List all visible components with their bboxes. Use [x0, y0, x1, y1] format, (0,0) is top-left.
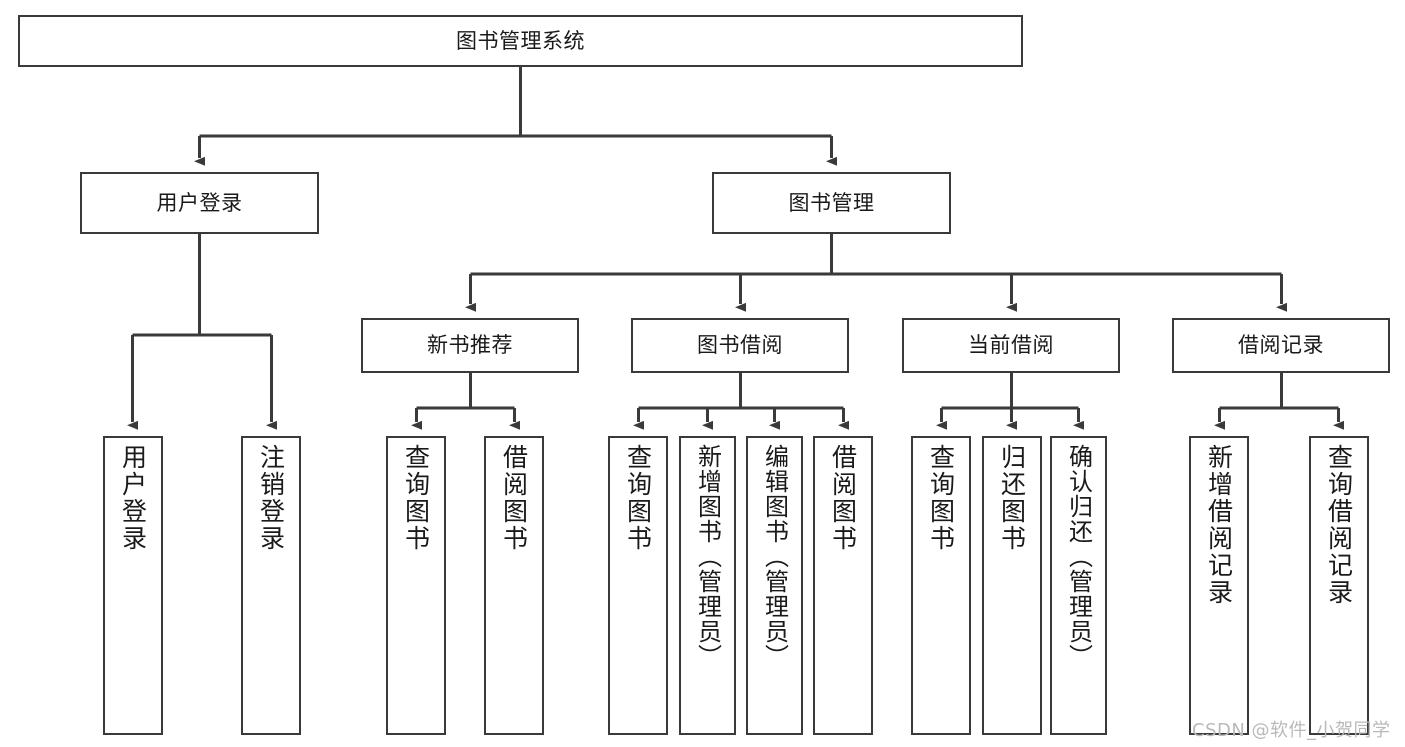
node-book-borrow[interactable]: 图书借阅	[631, 318, 849, 373]
node-leaf-rec-borrow-book[interactable]: 借阅图书	[484, 436, 544, 735]
node-leaf-user-logout-label: 注销登录	[256, 444, 286, 552]
node-root-label: 图书管理系统	[456, 28, 585, 53]
node-new-book-rec[interactable]: 新书推荐	[361, 318, 579, 373]
node-leaf-query-record[interactable]: 查询借阅记录	[1309, 436, 1369, 735]
node-leaf-rec-borrow-book-label: 借阅图书	[499, 444, 529, 552]
node-leaf-user-logout[interactable]: 注销登录	[241, 436, 301, 735]
node-book-borrow-label: 图书借阅	[697, 333, 783, 358]
node-leaf-return-book-label: 归还图书	[997, 444, 1027, 552]
node-leaf-add-book[interactable]: 新增图书（管理员）	[679, 436, 736, 735]
node-leaf-cur-query-book-label: 查询图书	[926, 444, 956, 552]
node-user-login-label: 用户登录	[156, 190, 243, 215]
node-leaf-borrow-book-label: 借阅图书	[828, 444, 858, 552]
node-leaf-rec-query-book-label: 查询图书	[401, 444, 431, 552]
watermark: CSDN @软件_小贺同学	[1192, 720, 1391, 741]
node-leaf-rec-query-book[interactable]: 查询图书	[386, 436, 446, 735]
node-leaf-borrow-query-book-label: 查询图书	[623, 444, 653, 552]
node-leaf-add-book-label: 新增图书（管理员）	[693, 444, 722, 669]
node-current-borrow-label: 当前借阅	[968, 333, 1054, 358]
node-leaf-cur-query-book[interactable]: 查询图书	[911, 436, 971, 735]
node-book-manage[interactable]: 图书管理	[712, 172, 951, 234]
node-book-manage-label: 图书管理	[788, 190, 875, 215]
node-leaf-query-record-label: 查询借阅记录	[1324, 444, 1354, 606]
node-leaf-edit-book-label: 编辑图书（管理员）	[760, 444, 789, 669]
node-new-book-rec-label: 新书推荐	[427, 333, 513, 358]
node-leaf-return-book[interactable]: 归还图书	[982, 436, 1042, 735]
node-leaf-add-record-label: 新增借阅记录	[1204, 444, 1234, 606]
node-leaf-add-record[interactable]: 新增借阅记录	[1189, 436, 1249, 735]
node-leaf-confirm-return[interactable]: 确认归还（管理员）	[1050, 436, 1107, 735]
node-leaf-edit-book[interactable]: 编辑图书（管理员）	[746, 436, 803, 735]
node-user-login[interactable]: 用户登录	[80, 172, 319, 234]
node-leaf-confirm-return-label: 确认归还（管理员）	[1064, 444, 1093, 669]
node-borrow-record[interactable]: 借阅记录	[1172, 318, 1390, 373]
node-leaf-user-login-label: 用户登录	[118, 444, 148, 552]
node-leaf-borrow-query-book[interactable]: 查询图书	[608, 436, 668, 735]
node-leaf-user-login[interactable]: 用户登录	[103, 436, 163, 735]
node-borrow-record-label: 借阅记录	[1238, 333, 1324, 358]
node-leaf-borrow-book[interactable]: 借阅图书	[813, 436, 873, 735]
node-root[interactable]: 图书管理系统	[18, 15, 1023, 67]
node-current-borrow[interactable]: 当前借阅	[902, 318, 1120, 373]
